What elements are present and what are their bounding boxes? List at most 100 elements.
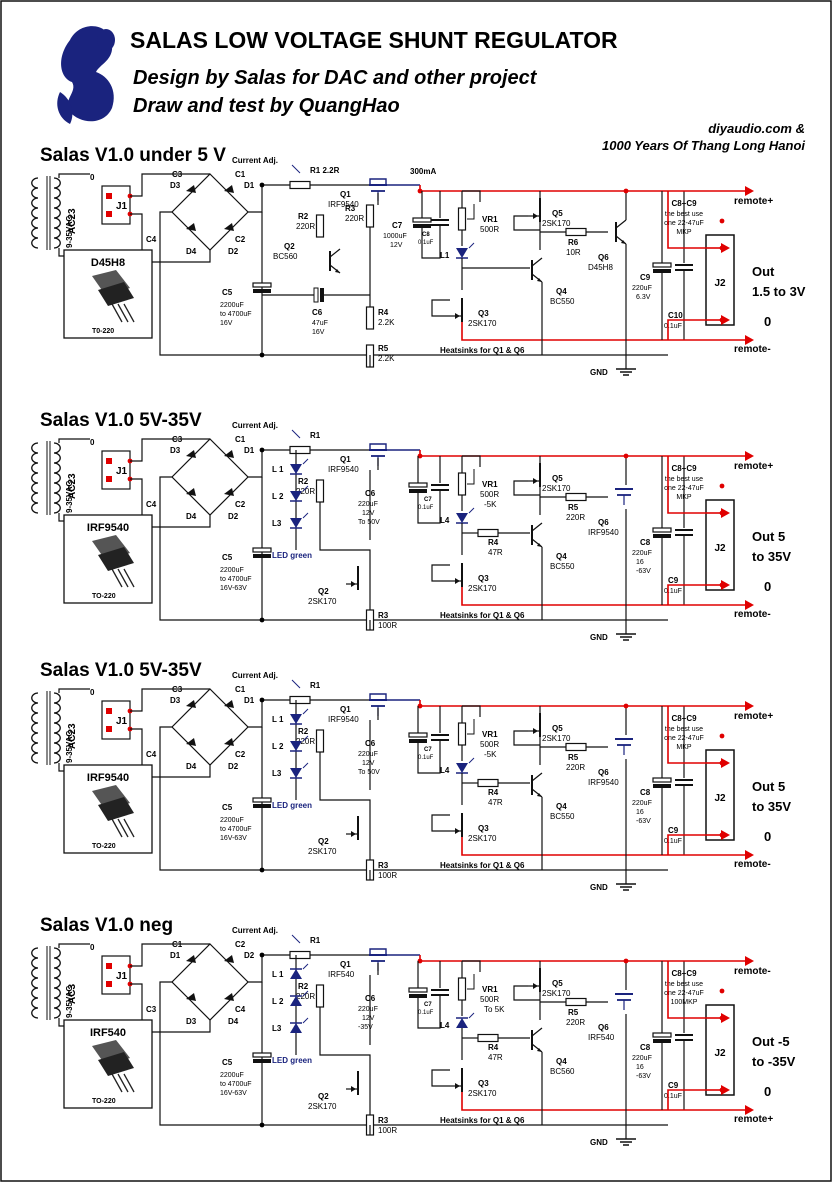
output-label: Out bbox=[752, 264, 775, 279]
transformer-primary-icon bbox=[31, 442, 39, 514]
electrolytic-plate bbox=[652, 1032, 672, 1038]
led-ray bbox=[302, 485, 309, 492]
bridge-cap-label: C1 bbox=[235, 435, 246, 444]
current-adj-label: Current Adj. bbox=[232, 421, 278, 430]
ac-voltage-label: 9-35VAC bbox=[65, 985, 74, 1018]
output-label: to -35V bbox=[752, 1054, 796, 1069]
package-type: TO-220 bbox=[92, 593, 116, 600]
q4-value: BC550 bbox=[550, 812, 575, 821]
wire bbox=[431, 814, 450, 832]
wire bbox=[319, 502, 371, 610]
heatsinks-note: Heatsinks for Q1 & Q6 bbox=[440, 611, 525, 620]
junction bbox=[417, 958, 423, 964]
section-title: Salas V1.0 5V-35V bbox=[40, 660, 202, 681]
resistor bbox=[289, 950, 311, 960]
c7-value: 1000uF bbox=[383, 233, 407, 240]
c8c9-note: C8+C9 bbox=[671, 199, 697, 208]
q4-label: Q4 bbox=[556, 802, 567, 811]
output-arrow-icon bbox=[745, 701, 754, 711]
vr1-label: VR1 bbox=[482, 215, 498, 224]
output-cap-label: C9 bbox=[640, 273, 651, 282]
package-name: IRF540 bbox=[90, 1027, 126, 1039]
j2-label: J2 bbox=[714, 793, 726, 804]
c6-value: To 50V bbox=[358, 769, 380, 776]
diode-icon bbox=[186, 700, 196, 708]
resistor bbox=[289, 180, 311, 190]
resistor bbox=[565, 742, 587, 752]
package-type: TO-220 bbox=[92, 843, 116, 850]
q3-value: 2SK170 bbox=[468, 1089, 497, 1098]
bias-led-label: L1 bbox=[440, 251, 450, 260]
to220-lead-icon bbox=[117, 818, 129, 838]
wire bbox=[461, 322, 668, 341]
junction bbox=[259, 352, 265, 358]
q3-value: 2SK170 bbox=[468, 834, 497, 843]
output-arrow-icon bbox=[721, 1013, 730, 1023]
r5-label: R5 bbox=[378, 344, 389, 353]
bridge-diode-label: D1 bbox=[170, 951, 181, 960]
ac-voltage-label: 9-35VAC bbox=[65, 215, 74, 248]
q6-label: Q6 bbox=[598, 1023, 609, 1032]
r2-value: 220R bbox=[296, 222, 315, 231]
to220-body-icon bbox=[98, 1052, 134, 1076]
led-icon bbox=[290, 518, 302, 528]
one-cap-note: one 22-47uF bbox=[664, 485, 704, 492]
electrolytic-plate bbox=[252, 797, 272, 803]
diode-icon bbox=[186, 185, 196, 193]
junction bbox=[623, 958, 629, 964]
j1-pin bbox=[106, 726, 112, 732]
resistor bbox=[565, 997, 587, 1007]
jfet-arrow bbox=[533, 478, 538, 484]
q6-label: Q6 bbox=[598, 518, 609, 527]
wire bbox=[369, 693, 387, 700]
output-cap-label: C8 bbox=[640, 1043, 651, 1052]
led-ray bbox=[468, 507, 475, 514]
c8-label: C8 bbox=[422, 232, 430, 238]
led-string-label: L 1 bbox=[272, 970, 284, 979]
j1-pin bbox=[106, 708, 112, 714]
wire bbox=[667, 505, 706, 514]
wire bbox=[461, 587, 668, 606]
wire bbox=[130, 688, 210, 712]
j2-label: J2 bbox=[714, 1048, 726, 1059]
j2-connector bbox=[705, 499, 735, 591]
q5-label: Q5 bbox=[552, 979, 563, 988]
output-cap-value: 220uF bbox=[632, 550, 652, 557]
vr1-value: 500R bbox=[480, 995, 499, 1004]
c7-value: 0.1uF bbox=[418, 755, 434, 761]
package-name: IRF9540 bbox=[87, 522, 129, 534]
vr1-value: -5K bbox=[484, 500, 497, 509]
wire bbox=[417, 741, 441, 774]
q1-value: IRF9540 bbox=[328, 715, 359, 724]
wire bbox=[130, 943, 210, 967]
q1-value: IRF540 bbox=[328, 970, 355, 979]
c6-value: 220uF bbox=[358, 751, 378, 758]
r1-label: R1 bbox=[310, 936, 321, 945]
remote-bottom-label: remote- bbox=[734, 859, 771, 870]
best-use-note: the best use bbox=[665, 211, 703, 218]
transformer-primary-icon bbox=[31, 947, 39, 1019]
c6-plate bbox=[320, 288, 324, 302]
jfet-arrow bbox=[455, 313, 460, 319]
transistor-arrow bbox=[537, 543, 542, 547]
q5-value: 2SK170 bbox=[542, 219, 571, 228]
led-ray bbox=[302, 1017, 309, 1024]
diode-icon bbox=[224, 955, 234, 963]
output-label: to 35V bbox=[752, 549, 791, 564]
tap-zero: 0 bbox=[90, 173, 95, 182]
led-string-label: L3 bbox=[272, 519, 282, 528]
best-use-note: the best use bbox=[665, 981, 703, 988]
r2-value: 220R bbox=[296, 737, 315, 746]
j1-connector bbox=[101, 955, 131, 995]
output-cap-value: 16 bbox=[636, 1064, 644, 1071]
package-type: T0-220 bbox=[92, 328, 114, 335]
resistor bbox=[457, 207, 467, 231]
resistor bbox=[315, 984, 325, 1008]
vr1-value: To 5K bbox=[484, 1005, 505, 1014]
c5-value: 16V-63V bbox=[220, 835, 247, 842]
resistor bbox=[365, 204, 375, 228]
section-title: Salas V1.0 5V-35V bbox=[40, 410, 202, 431]
junction bbox=[417, 703, 423, 709]
q2-value: 2SK170 bbox=[308, 847, 337, 856]
transistor-lead bbox=[531, 772, 543, 782]
